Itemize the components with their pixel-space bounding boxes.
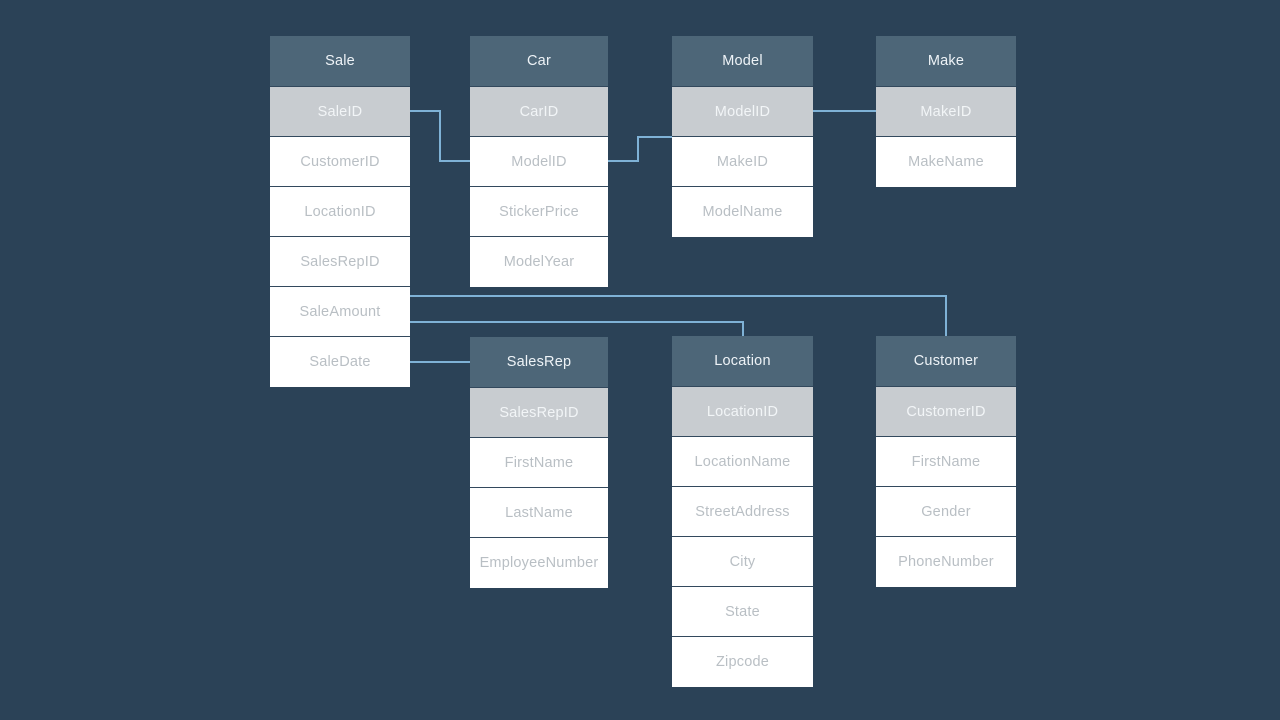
primary-key-row-customerid[interactable]: CustomerID [876, 387, 1016, 437]
entity-title-sale: Sale [270, 36, 410, 87]
field-row-gender[interactable]: Gender [876, 487, 1016, 537]
field-row-employeenumber[interactable]: EmployeeNumber [470, 538, 608, 588]
entity-title-make: Make [876, 36, 1016, 87]
field-row-customerid[interactable]: CustomerID [270, 137, 410, 187]
primary-key-row-modelid[interactable]: ModelID [672, 87, 813, 137]
relationship-line-sale-to-customer [409, 295, 947, 337]
entity-title-customer: Customer [876, 336, 1016, 387]
primary-key-row-saleid[interactable]: SaleID [270, 87, 410, 137]
primary-key-row-salesrepid[interactable]: SalesRepID [470, 388, 608, 438]
field-row-makename[interactable]: MakeName [876, 137, 1016, 187]
entity-title-car: Car [470, 36, 608, 87]
field-row-zipcode[interactable]: Zipcode [672, 637, 813, 687]
relationship-line-car-to-model [607, 136, 673, 162]
primary-key-row-locationid[interactable]: LocationID [672, 387, 813, 437]
field-row-stickerprice[interactable]: StickerPrice [470, 187, 608, 237]
field-row-state[interactable]: State [672, 587, 813, 637]
field-row-lastname[interactable]: LastName [470, 488, 608, 538]
field-row-salesrepid[interactable]: SalesRepID [270, 237, 410, 287]
entity-title-location: Location [672, 336, 813, 387]
field-row-city[interactable]: City [672, 537, 813, 587]
field-row-locationid[interactable]: LocationID [270, 187, 410, 237]
field-row-streetaddress[interactable]: StreetAddress [672, 487, 813, 537]
field-row-locationname[interactable]: LocationName [672, 437, 813, 487]
field-row-modelname[interactable]: ModelName [672, 187, 813, 237]
field-row-modelyear[interactable]: ModelYear [470, 237, 608, 287]
field-row-saledate[interactable]: SaleDate [270, 337, 410, 387]
entity-title-model: Model [672, 36, 813, 87]
primary-key-row-makeid[interactable]: MakeID [876, 87, 1016, 137]
field-row-firstname[interactable]: FirstName [876, 437, 1016, 487]
relationship-line-sale-to-car [409, 110, 471, 162]
field-row-firstname[interactable]: FirstName [470, 438, 608, 488]
field-row-phonenumber[interactable]: PhoneNumber [876, 537, 1016, 587]
entity-title-salesrep: SalesRep [470, 337, 608, 388]
field-row-saleamount[interactable]: SaleAmount [270, 287, 410, 337]
field-row-makeid[interactable]: MakeID [672, 137, 813, 187]
field-row-modelid[interactable]: ModelID [470, 137, 608, 187]
primary-key-row-carid[interactable]: CarID [470, 87, 608, 137]
relationship-line-sale-to-location [409, 321, 744, 337]
